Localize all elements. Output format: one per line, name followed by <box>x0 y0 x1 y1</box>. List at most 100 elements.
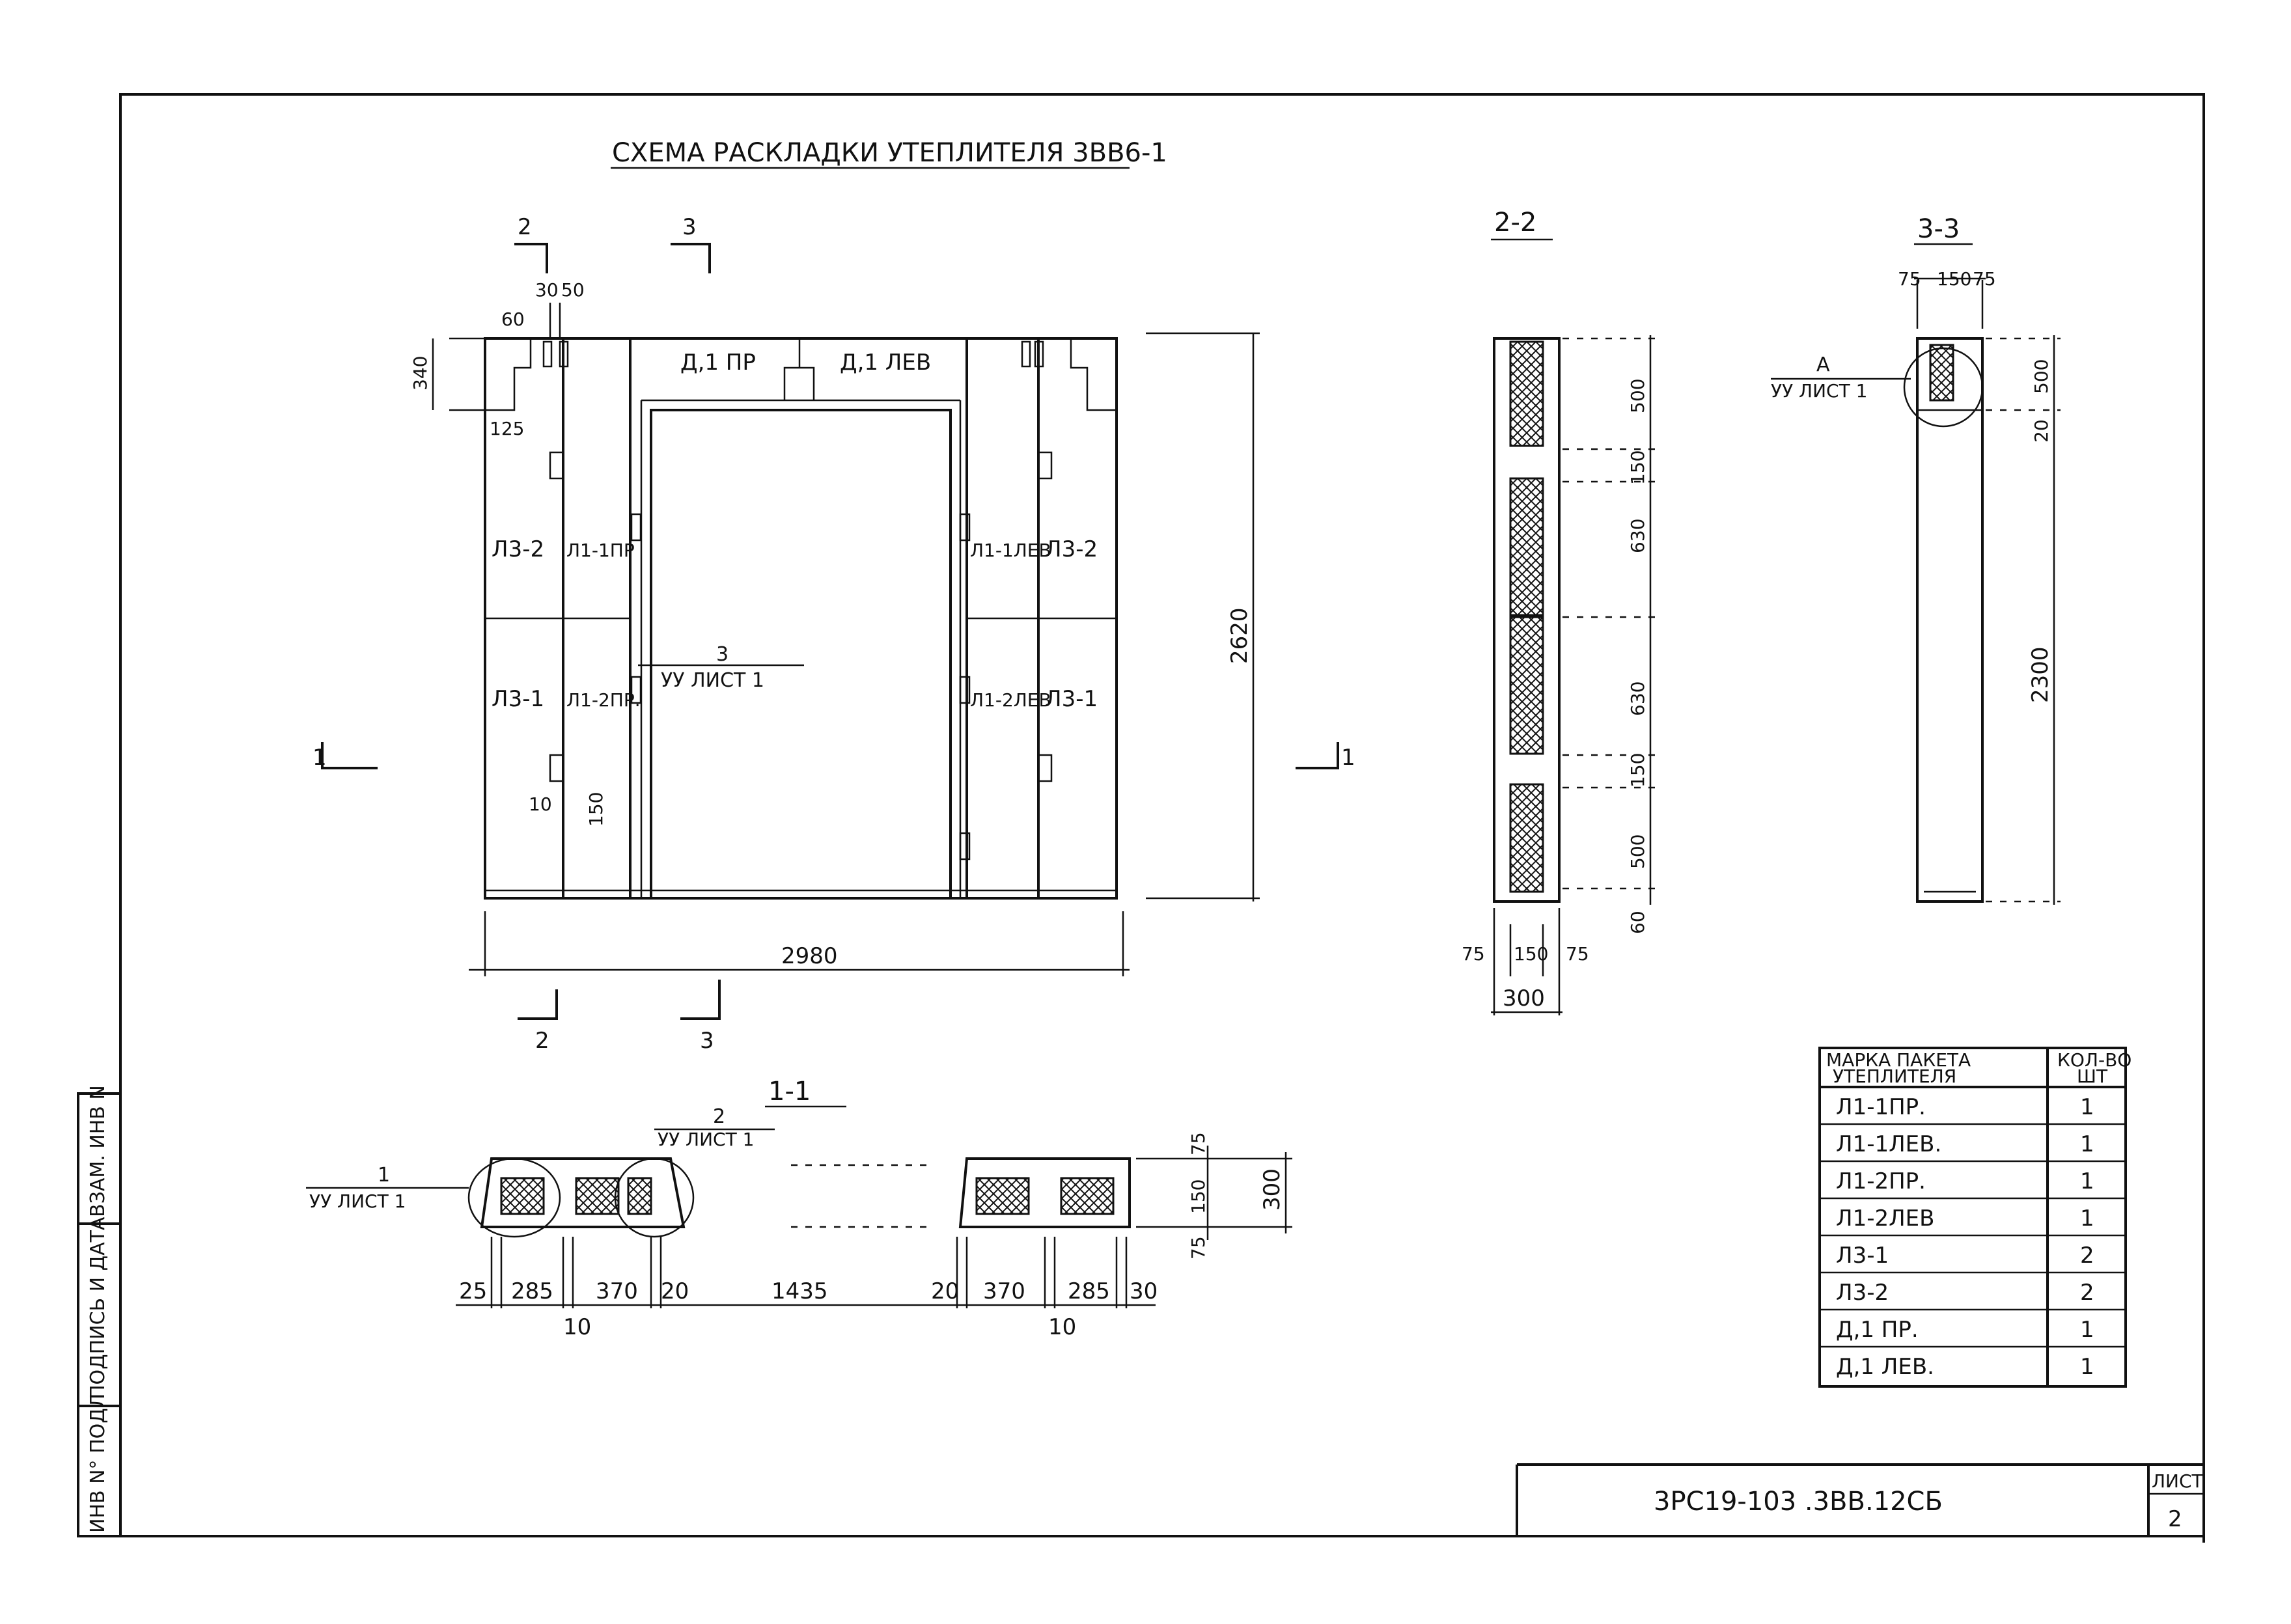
label-d1pr: Д,1 ПР <box>680 350 756 376</box>
dim-height: 2620 <box>1227 607 1253 664</box>
side-stamp-inv: ИНВ N° ПОДЛ <box>87 1394 109 1533</box>
label-l32-right: Л3-2 <box>1045 536 1098 562</box>
sheet-frame <box>119 93 2205 1543</box>
dim-10-small: 10 <box>529 793 552 815</box>
label-l32-left: Л3-2 <box>492 536 544 562</box>
s33-dim-150: 150 <box>1937 268 1971 290</box>
s22-dim-500-top: 500 <box>1627 379 1648 413</box>
s22-dim-75-left: 75 <box>1462 943 1485 965</box>
drawing-title: СХЕМА РАСКЛАДКИ УТЕПЛИТЕЛЯ 3ВВ6-1 <box>612 138 1167 168</box>
dim-top-340: 340 <box>410 356 431 391</box>
table-row-1-mark: Л1-1ЛЕВ. <box>1836 1131 1941 1157</box>
table-row-6-qty: 1 <box>2080 1317 2094 1343</box>
s11-callout-1-num: 1 <box>378 1164 390 1187</box>
section-1-1-title: 1-1 <box>768 1077 811 1107</box>
table-row-3-qty: 1 <box>2080 1205 2094 1232</box>
s11-dim-75-top: 75 <box>1187 1132 1209 1155</box>
s22-dim-630-b: 630 <box>1627 681 1648 716</box>
section-2-2: 2-2 500 150 630 630 150 500 60 75 150 75… <box>1462 208 1657 1015</box>
callout-3-ref: УУ ЛИСТ 1 <box>661 669 764 692</box>
s22-dim-630-a: 630 <box>1627 519 1648 553</box>
section-mark-3-bottom: 3 <box>700 1028 714 1054</box>
table-row-6-mark: Д,1 ПР. <box>1836 1317 1919 1343</box>
label-l31-left: Л3-1 <box>492 686 544 712</box>
s33-callout-letter: А <box>1816 353 1830 376</box>
packet-table: МАРКА ПАКЕТА УТЕПЛИТЕЛЯ КОЛ-ВО ШТ Л1-1ПР… <box>1818 1047 2131 1388</box>
table-row-4-mark: Л3-1 <box>1836 1243 1889 1269</box>
table-header-qty-2: ШТ <box>2077 1066 2108 1087</box>
section-2-2-title: 2-2 <box>1494 208 1536 238</box>
s11-subdim-10-left: 10 <box>563 1314 591 1340</box>
s11-dim-285-right: 285 <box>1068 1278 1110 1304</box>
stamp-sheet-label: ЛИСТ <box>2152 1470 2204 1492</box>
table-row-3-mark: Л1-2ЛЕВ <box>1836 1205 1934 1232</box>
s11-callout-2-num: 2 <box>713 1105 725 1128</box>
section-mark-1-left: 1 <box>312 745 327 771</box>
section-mark-2-bottom: 2 <box>535 1028 549 1054</box>
s11-dim-1435: 1435 <box>771 1278 828 1304</box>
s22-dim-150-b: 150 <box>1627 753 1648 788</box>
section-mark-1-right: 1 <box>1341 745 1355 771</box>
table-row-1-qty: 1 <box>2080 1131 2094 1157</box>
s11-dim-20-left: 20 <box>661 1278 689 1304</box>
table-header-mark-2: УТЕПЛИТЕЛЯ <box>1833 1066 1956 1087</box>
table-row-5-mark: Л3-2 <box>1836 1280 1889 1306</box>
table-row-2-qty: 1 <box>2080 1168 2094 1194</box>
table-header-mark-1: МАРКА ПАКЕТА <box>1826 1049 1971 1071</box>
section-3-3-title: 3-3 <box>1917 214 1960 244</box>
label-d1lev: Д,1 ЛЕВ <box>840 350 931 376</box>
s11-dim-370-right: 370 <box>983 1278 1025 1304</box>
table-row-0-qty: 1 <box>2080 1094 2094 1120</box>
s33-dim-500: 500 <box>2031 359 2052 394</box>
stamp-code: 3РС19-103 .3ВВ.12СБ <box>1654 1487 1943 1517</box>
label-l12lev: Л1-2ЛЕВ <box>970 689 1051 711</box>
dim-150-small: 150 <box>585 792 607 827</box>
elevation-view: Д,1 ПР Д,1 ЛЕВ Л3-2 Л1-1ПР Л1-1ЛЕВ Л3-2 … <box>312 214 1355 1054</box>
title-stamp: 3РС19-103 .3ВВ.12СБ ЛИСТ 2 <box>1516 1463 2204 1536</box>
table-row-2-mark: Л1-2ПР. <box>1836 1168 1926 1194</box>
label-l12pr: Л1-2ПР. <box>566 689 641 711</box>
s11-dim-20-right: 20 <box>931 1278 959 1304</box>
table-row-0-mark: Л1-1ПР. <box>1836 1094 1926 1120</box>
dim-top-50: 50 <box>561 279 585 301</box>
callout-3-num: 3 <box>716 643 729 666</box>
s22-dim-150-a: 150 <box>1627 450 1648 485</box>
s11-dim-150: 150 <box>1187 1179 1209 1214</box>
table-row-4-qty: 2 <box>2080 1243 2094 1269</box>
s11-callout-2-ref: УУ ЛИСТ 1 <box>658 1129 754 1150</box>
s11-subdim-10-right: 10 <box>1048 1314 1076 1340</box>
dim-top-30: 30 <box>535 279 559 301</box>
s22-dim-300: 300 <box>1503 985 1545 1012</box>
s33-dim-75-right: 75 <box>1973 268 1996 290</box>
table-row-7-qty: 1 <box>2080 1354 2094 1380</box>
dim-width: 2980 <box>781 943 838 969</box>
s11-dim-300: 300 <box>1259 1168 1285 1211</box>
s33-dim-20: 20 <box>2031 419 2052 443</box>
s11-dim-285-left: 285 <box>511 1278 553 1304</box>
s11-callout-1-ref: УУ ЛИСТ 1 <box>309 1190 406 1212</box>
table-row-7-mark: Д,1 ЛЕВ. <box>1836 1354 1934 1380</box>
dim-top-125: 125 <box>490 418 524 439</box>
table-header-qty-1: КОЛ-ВО <box>2057 1049 2131 1071</box>
s33-dim-2300: 2300 <box>2027 646 2053 703</box>
section-mark-3-top: 3 <box>682 214 697 240</box>
s22-dim-60: 60 <box>1627 911 1648 934</box>
side-stamp-sign: ПОДПИСЬ И ДАТА <box>87 1217 109 1399</box>
label-l11pr: Л1-1ПР <box>566 540 635 561</box>
s22-dim-75-right: 75 <box>1566 943 1589 965</box>
section-3-3: 3-3 75 150 75 А УУ ЛИСТ 1 500 20 2300 <box>1771 214 2061 905</box>
s22-dim-150: 150 <box>1514 943 1548 965</box>
section-mark-2-top: 2 <box>518 214 532 240</box>
label-l11lev: Л1-1ЛЕВ <box>970 540 1051 561</box>
s22-dim-500-bottom: 500 <box>1627 834 1648 869</box>
dim-top-60: 60 <box>501 309 525 330</box>
label-l31-right: Л3-1 <box>1045 686 1098 712</box>
table-row-5-qty: 2 <box>2080 1280 2094 1306</box>
s11-dim-75-bottom: 75 <box>1187 1236 1209 1259</box>
s33-callout-ref: УУ ЛИСТ 1 <box>1771 380 1867 402</box>
side-stamp-vzam: ВЗАМ. ИНВ N <box>87 1085 109 1217</box>
s11-dim-370-left: 370 <box>596 1278 638 1304</box>
section-1-1: 1-1 1 УУ ЛИСТ 1 2 УУ ЛИСТ 1 25 285 37 <box>306 1077 1292 1340</box>
s11-dim-25: 25 <box>459 1278 487 1304</box>
